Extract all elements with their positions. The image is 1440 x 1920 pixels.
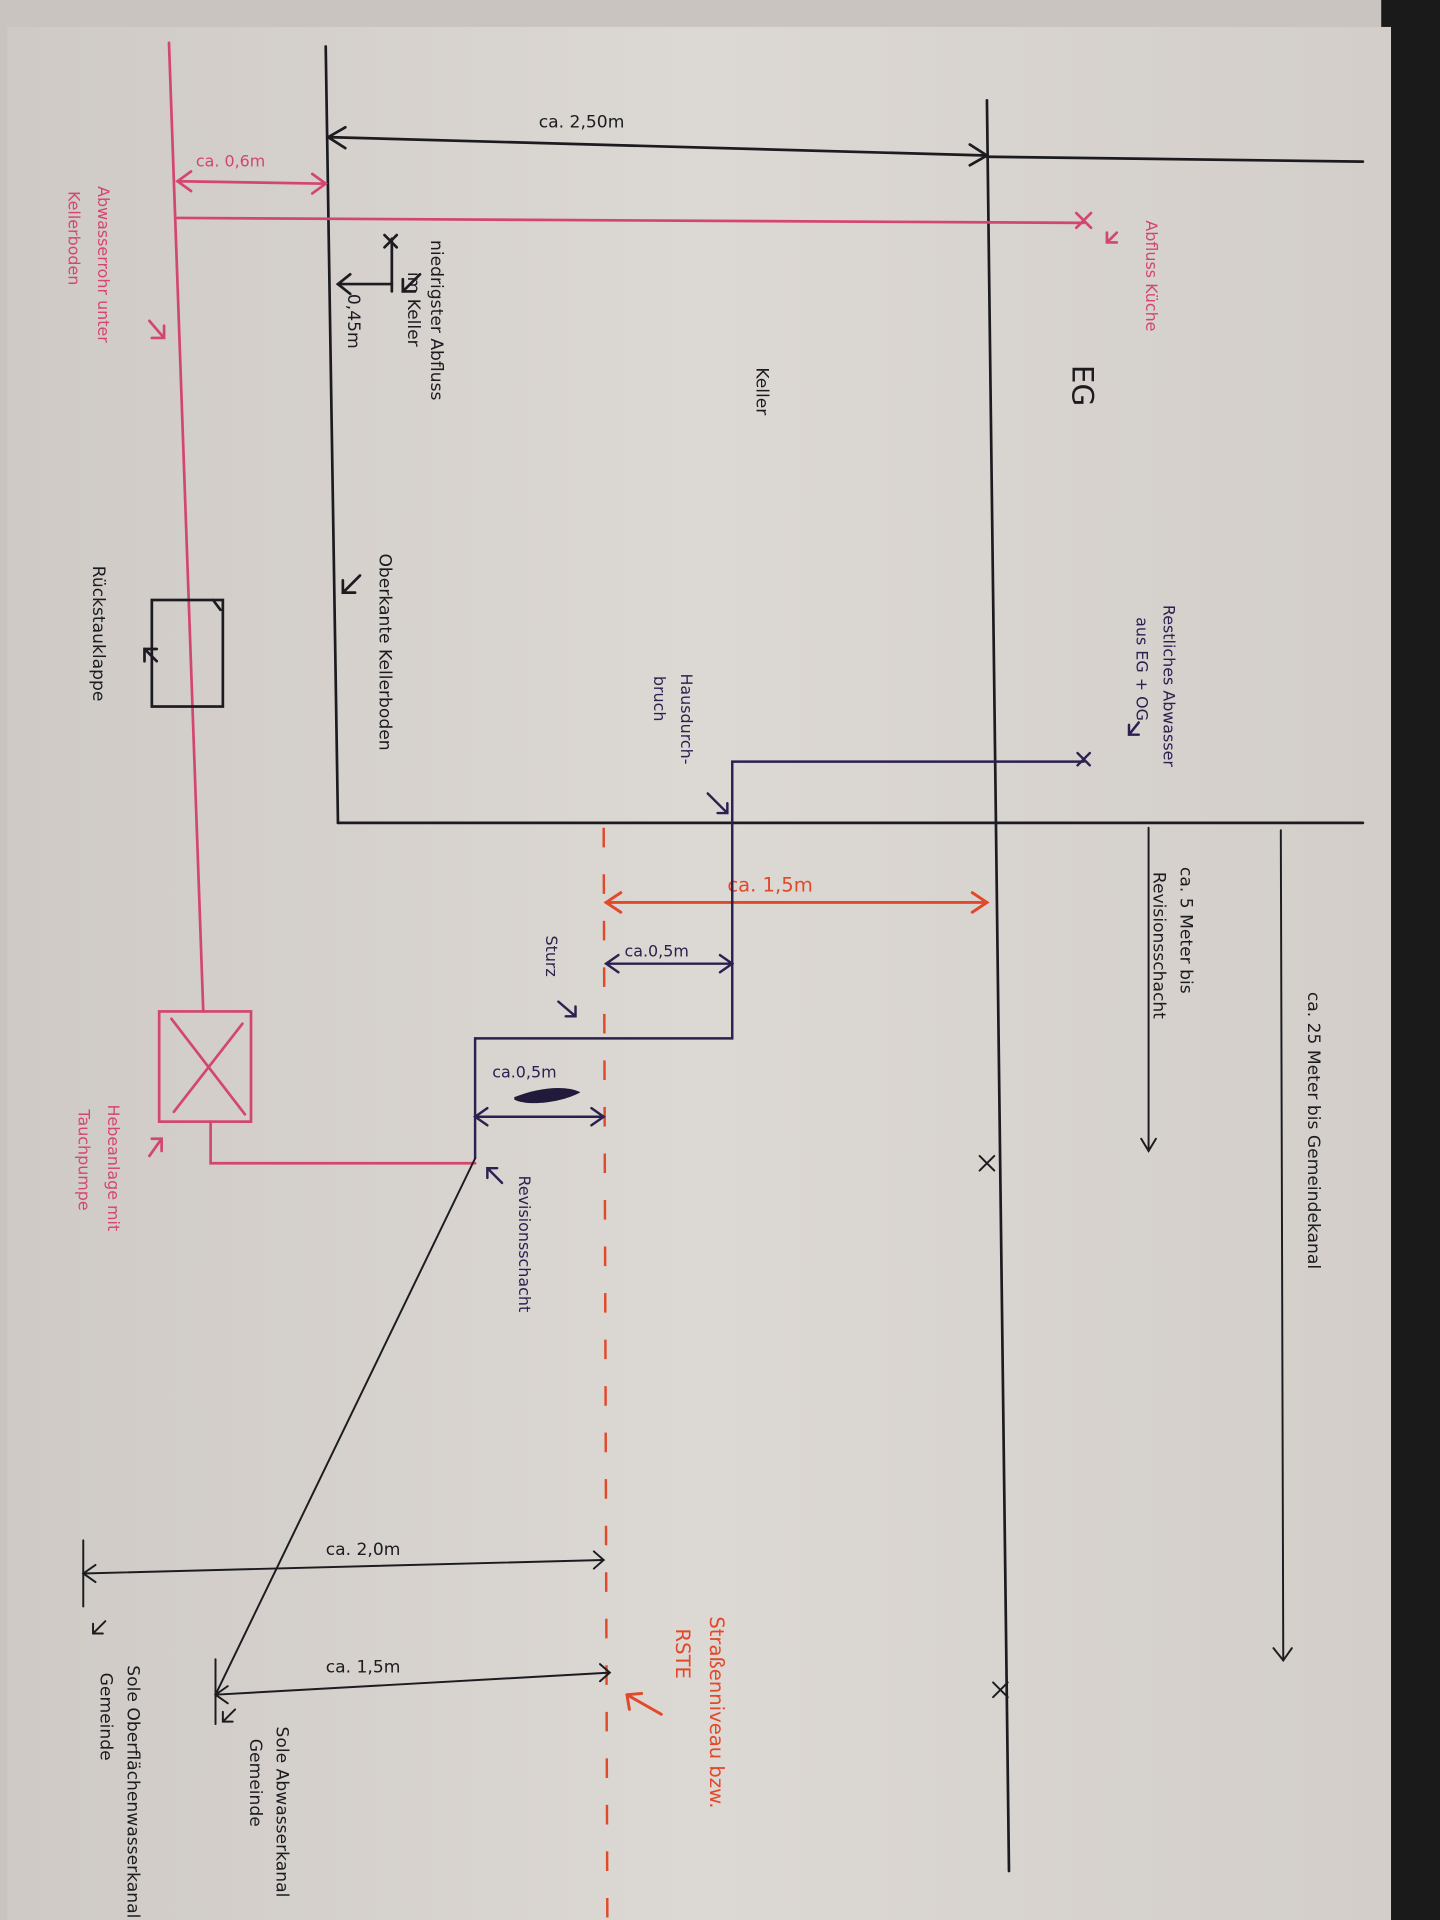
shaft-offset-label: ca.0,5m xyxy=(492,1063,556,1082)
waste-sewer-label-1: Sole Abwasserkanal xyxy=(272,1727,292,1898)
street-level: ca. 1,5m Straßenniveau bzw. RSTE xyxy=(602,827,990,1920)
kitchen-drain-label: Abfluss Küche xyxy=(1142,220,1161,331)
backflow-valve: Rückstauklappe xyxy=(88,566,225,708)
lifting-station: Hebeanlage mit Tauchpumpe xyxy=(74,1010,477,1231)
kitchen-drain-pipe: Abfluss Küche EG xyxy=(176,211,1161,406)
lowest-drain-height-label: 0,45m xyxy=(343,294,363,349)
inspection-shaft: ca.0,5m Revisionsschacht xyxy=(214,1063,606,1696)
surface-sewer-depth-label: ca. 2,0m xyxy=(326,1540,401,1560)
ground-floor-label: EG xyxy=(1066,365,1100,406)
dimension-waste-sewer: ca. 1,5m Sole Abwasserkanal Gemeinde xyxy=(213,1658,612,1898)
lifting-station-label-2: Tauchpumpe xyxy=(74,1108,93,1210)
waste-sewer-label-2: Gemeinde xyxy=(245,1739,265,1827)
floor-top: Oberkante Kellerboden xyxy=(341,553,395,751)
pipe-under-floor-label-2: Kellerboden xyxy=(65,191,84,285)
street-to-wall-label: ca. 1,5m xyxy=(727,873,812,896)
pipe-under-floor: ca. 0,6m Abwasserrohr unter Kellerboden xyxy=(65,41,329,1013)
lowest-drain: 0,45m niedrigster Abfluss im Keller xyxy=(335,233,446,400)
lowest-drain-label-1: niedrigster Abfluss xyxy=(426,240,446,400)
dimension-surface-sewer: ca. 2,0m Sole Oberflächenwasserkanal Gem… xyxy=(81,1539,606,1918)
pipe-under-floor-label-1: Abwasserrohr unter xyxy=(94,186,113,343)
dimension-basement-width: ca. 2,50m xyxy=(325,112,990,167)
inspection-shaft-label: Revisionsschacht xyxy=(515,1176,534,1313)
waste-sewer-depth-label: ca. 1,5m xyxy=(326,1658,401,1678)
scribble xyxy=(514,1087,581,1104)
lifting-station-label-1: Hebeanlage mit xyxy=(104,1104,123,1231)
dimension-label: ca. 2,50m xyxy=(539,112,625,132)
paper-sheet xyxy=(7,26,1392,1920)
floor-top-label: Oberkante Kellerboden xyxy=(375,553,395,750)
surface-sewer-label-1: Sole Oberflächenwasserkanal xyxy=(122,1665,142,1918)
building-outline xyxy=(324,45,1365,1873)
lintel-label: Sturz xyxy=(542,936,561,977)
wall-opening-label-2: bruch xyxy=(650,676,669,722)
pipe-offset-label: ca. 0,6m xyxy=(196,152,265,171)
remaining-waste-label-1: Restliches Abwasser xyxy=(1159,605,1178,768)
wall-opening: Hausdurch- bruch xyxy=(650,673,729,815)
backflow-valve-label: Rückstauklappe xyxy=(88,566,108,702)
remaining-waste-label-2: aus EG + OG xyxy=(1132,617,1151,721)
lintel-step: ca.0,5m Sturz xyxy=(473,821,735,1160)
distance-to-municipal-sewer: ca. 25 Meter bis Gemeindekanal xyxy=(1272,829,1323,1663)
to-shaft-label-1: ca. 5 Meter bis xyxy=(1175,867,1195,994)
remaining-waste-pipe: Restliches Abwasser aus EG + OG xyxy=(731,605,1178,825)
surface-sewer-label-2: Gemeinde xyxy=(95,1673,115,1761)
lintel-offset-label: ca.0,5m xyxy=(624,941,688,960)
lowest-drain-label-2: im Keller xyxy=(403,272,423,348)
to-municipal-sewer-label: ca. 25 Meter bis Gemeindekanal xyxy=(1303,992,1323,1269)
street-level-label-1: Straßenniveau bzw. xyxy=(705,1616,728,1808)
basement-label: Keller xyxy=(752,367,772,416)
street-level-label-2: RSTE xyxy=(671,1629,694,1679)
to-shaft-label-2: Revisionsschacht xyxy=(1148,872,1168,1019)
wall-opening-label-1: Hausdurch- xyxy=(677,673,696,764)
distance-to-inspection-shaft: ca. 5 Meter bis Revisionsschacht xyxy=(1140,826,1195,1153)
